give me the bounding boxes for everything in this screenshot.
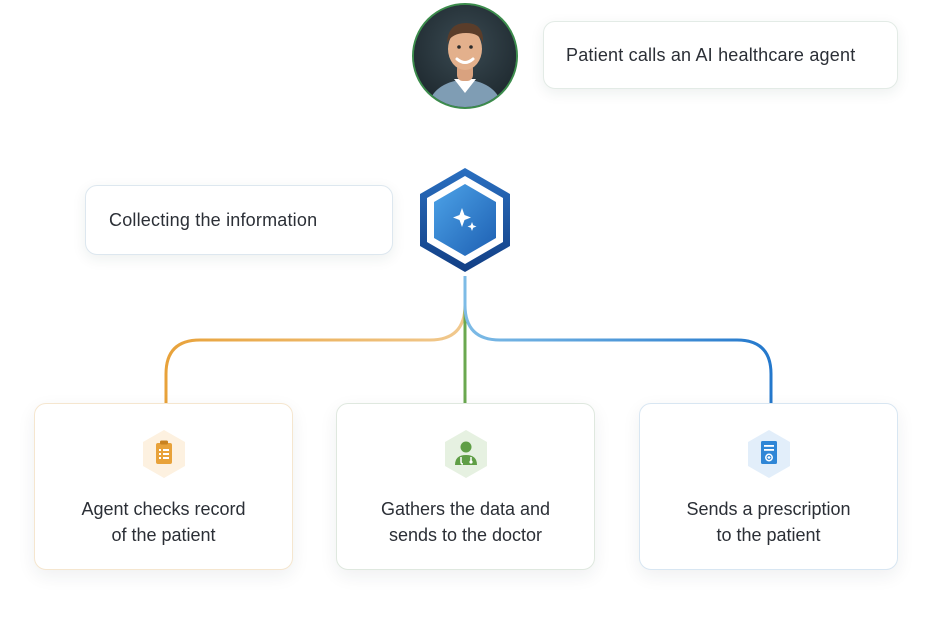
- branch-card-send-doctor-text: Gathers the data and sends to the doctor: [347, 496, 584, 548]
- branch-card-check-record-text: Agent checks record of the patient: [45, 496, 282, 548]
- branch-card-send-prescription: Sends a prescription to the patient: [639, 403, 898, 570]
- branch-2-line-1: Gathers the data and: [380, 499, 551, 519]
- branch-3-line-2: to the patient: [716, 525, 821, 545]
- branch-line-left: [164, 276, 467, 403]
- branch-card-check-record: Agent checks record of the patient: [34, 403, 293, 570]
- branch-card-send-prescription-text: Sends a prescription to the patient: [650, 496, 887, 548]
- avatar-illustration: [414, 5, 516, 107]
- branch-1-line-2: of the patient: [111, 525, 216, 545]
- prescription-icon: [745, 428, 793, 480]
- branch-line-right: [463, 276, 773, 403]
- patient-avatar: [412, 3, 518, 109]
- sparkle-icon: [453, 208, 477, 231]
- branch-card-send-doctor: Gathers the data and sends to the doctor: [336, 403, 595, 570]
- branch-2-line-2: sends to the doctor: [388, 525, 543, 545]
- step-patient-calls: Patient calls an AI healthcare agent: [543, 21, 898, 89]
- clipboard-icon: [140, 428, 188, 480]
- ai-agent-node: [414, 164, 516, 276]
- doctor-icon: [442, 428, 490, 480]
- step-collecting-info: Collecting the information: [85, 185, 393, 255]
- step-patient-calls-label: Patient calls an AI healthcare agent: [566, 44, 856, 65]
- hexagon-inner: [434, 184, 496, 256]
- step-collecting-info-label: Collecting the information: [109, 209, 318, 230]
- branch-1-line-1: Agent checks record: [81, 499, 246, 519]
- branch-3-line-1: Sends a prescription: [686, 499, 851, 519]
